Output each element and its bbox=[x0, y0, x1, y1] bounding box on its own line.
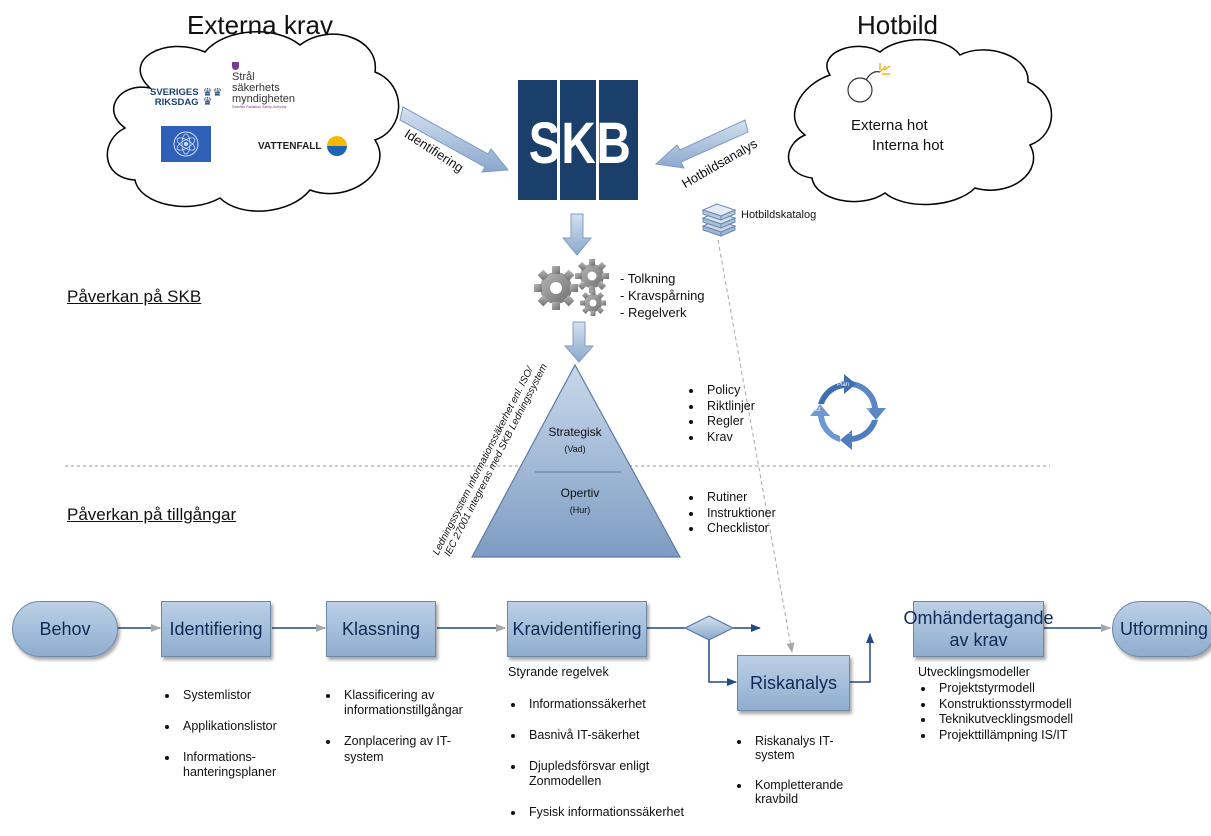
vattenfall-sun-icon bbox=[326, 136, 347, 156]
list-item: Konstruktionsstyrmodell bbox=[935, 697, 1073, 713]
skb-logo: SKB bbox=[518, 80, 638, 200]
gears-to-pyramid-arrow bbox=[563, 321, 595, 363]
skb-to-gears-arrow bbox=[561, 213, 593, 256]
omh-notes: Projektstyrmodell Konstruktionsstyrmodel… bbox=[918, 681, 1073, 743]
riksdag-logo: SVERIGES RIKSDAG ♛♛♛ bbox=[150, 88, 222, 108]
operative-list: Rutiner Instruktioner Checklistor bbox=[686, 490, 776, 537]
external-requirements-cloud bbox=[106, 31, 400, 212]
klassning-notes: Klassificering av informationstillgångar… bbox=[323, 672, 463, 781]
threat-heading: Hotbild bbox=[857, 10, 938, 40]
threat-catalog-label: Hotbildskatalog bbox=[741, 209, 817, 221]
list-item: Djupledsförsvar enligt Zonmodellen bbox=[525, 759, 684, 790]
vattenfall-logo: VATTENFALL bbox=[258, 136, 347, 156]
ssm-logo: Strål säkerhets myndigheten Swedish Radi… bbox=[232, 62, 295, 110]
list-item: Krav bbox=[703, 430, 755, 446]
list-item: Applikationslistor bbox=[179, 719, 277, 735]
vattenfall-logo-text: VATTENFALL bbox=[258, 140, 322, 152]
list-item: Informationssäkerhet bbox=[525, 697, 684, 713]
list-item: Klassificering av informationstillgångar bbox=[340, 688, 463, 719]
krav-notes-heading: Styrande regelvek bbox=[508, 665, 609, 679]
threat-cloud-line2: Interna hot bbox=[872, 137, 944, 154]
list-item: Riktlinjer bbox=[703, 399, 755, 415]
list-item: Projekttillämpning IS/IT bbox=[935, 728, 1073, 744]
ssm-line2: säkerhets bbox=[232, 82, 280, 94]
pyramid-operative-sub: (Hur) bbox=[569, 505, 591, 515]
flow-end-utformning: Utformning bbox=[1112, 601, 1211, 657]
ssm-line1: Strål bbox=[232, 71, 255, 83]
flow-step-omhandertagande: Omhändertagande av krav bbox=[903, 601, 1054, 657]
pdca-do-label: Do bbox=[862, 407, 870, 413]
threat-analysis-arrow bbox=[654, 119, 749, 169]
flow-step-kravidentifiering: Kravidentifiering bbox=[507, 601, 647, 657]
riksdag-logo-text: SVERIGES RIKSDAG bbox=[150, 87, 199, 108]
omh-notes-heading: Utvecklingsmodeller bbox=[918, 665, 1030, 679]
risk-notes: Riskanalys IT- system Kompletterande kra… bbox=[734, 720, 843, 820]
list-item: Instruktioner bbox=[703, 506, 776, 522]
section-label-assets: Påverkan på tillgångar bbox=[67, 505, 237, 524]
flow-step-klassning: Klassning bbox=[326, 601, 436, 657]
catalog-to-risk-connector bbox=[717, 239, 795, 653]
flow-start-behov: Behov bbox=[12, 601, 118, 657]
ssm-shield-icon bbox=[232, 62, 239, 70]
bomb-icon bbox=[847, 63, 891, 103]
flow-step-riskanalys: Riskanalys bbox=[737, 655, 850, 711]
list-item: Fysisk informationssäkerhet bbox=[525, 805, 684, 821]
identification-arrow bbox=[399, 106, 509, 173]
list-item: Regler bbox=[703, 414, 755, 430]
pdca-check-label: Check bbox=[833, 430, 851, 436]
diagram-canvas bbox=[65, 31, 1111, 686]
flow-step-identifiering: Identifiering bbox=[161, 601, 271, 657]
process-flow-connectors bbox=[117, 624, 1111, 686]
pdca-plan-label: Plan bbox=[837, 382, 850, 388]
gears-list: - Tolkning - Kravspårning - Regelverk bbox=[620, 270, 705, 321]
list-item: Projektstyrmodell bbox=[935, 681, 1073, 697]
list-item: Rutiner bbox=[703, 490, 776, 506]
governance-pyramid bbox=[470, 363, 682, 558]
skb-logo-text: SKB bbox=[528, 111, 632, 176]
atom-icon bbox=[173, 131, 199, 157]
list-item: Checklistor bbox=[703, 521, 776, 537]
threat-cloud-line1: Externa hot bbox=[851, 117, 928, 134]
crowns-icon: ♛♛♛ bbox=[202, 87, 223, 108]
gears-icon bbox=[534, 259, 609, 316]
krav-notes: Informationssäkerhet Basnivå IT-säkerhet… bbox=[508, 681, 684, 836]
list-item: Systemlistor bbox=[179, 688, 277, 704]
pyramid-operative-title: Opertiv bbox=[560, 486, 600, 500]
pdca-act-label: Act bbox=[812, 407, 821, 413]
section-label-skb: Påverkan på SKB bbox=[67, 287, 202, 306]
identifiering-notes: Systemlistor Applikationslistor Informat… bbox=[162, 672, 277, 796]
gears-list-item: - Kravspårning bbox=[620, 288, 705, 303]
pyramid-operative: Opertiv (Hur) bbox=[535, 486, 625, 515]
threat-catalog-icon bbox=[701, 203, 737, 237]
pyramid-strategic: Strategisk (Vad) bbox=[530, 425, 620, 454]
ssm-subtitle: Swedish Radiation Safety Authority bbox=[232, 105, 287, 109]
list-item: Policy bbox=[703, 383, 755, 399]
list-item: Teknikutvecklingsmodell bbox=[935, 712, 1073, 728]
external-requirements-heading: Externa krav bbox=[187, 10, 333, 40]
list-item: Basnivå IT-säkerhet bbox=[525, 728, 684, 744]
list-item: Zonplacering av IT- system bbox=[340, 734, 463, 765]
gears-list-item: - Tolkning bbox=[620, 271, 676, 286]
un-logo-icon bbox=[161, 126, 211, 162]
pyramid-strategic-sub: (Vad) bbox=[564, 444, 586, 454]
list-item: Riskanalys IT- system bbox=[751, 734, 843, 762]
ssm-line3: myndigheten bbox=[232, 93, 295, 105]
strategic-list: Policy Riktlinjer Regler Krav bbox=[686, 383, 755, 445]
decision-diamond bbox=[683, 615, 735, 641]
pdca-cycle-icon bbox=[810, 374, 886, 450]
list-item: Kompletterande kravbild bbox=[751, 778, 843, 806]
pyramid-strategic-title: Strategisk bbox=[548, 425, 602, 439]
gears-list-item: - Regelverk bbox=[620, 305, 687, 320]
list-item: Informations- hanteringsplaner bbox=[179, 750, 277, 781]
